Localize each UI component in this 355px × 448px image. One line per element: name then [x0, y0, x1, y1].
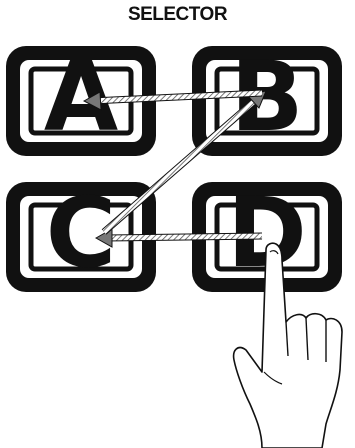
- selector-diagram: A B C D: [0, 0, 355, 448]
